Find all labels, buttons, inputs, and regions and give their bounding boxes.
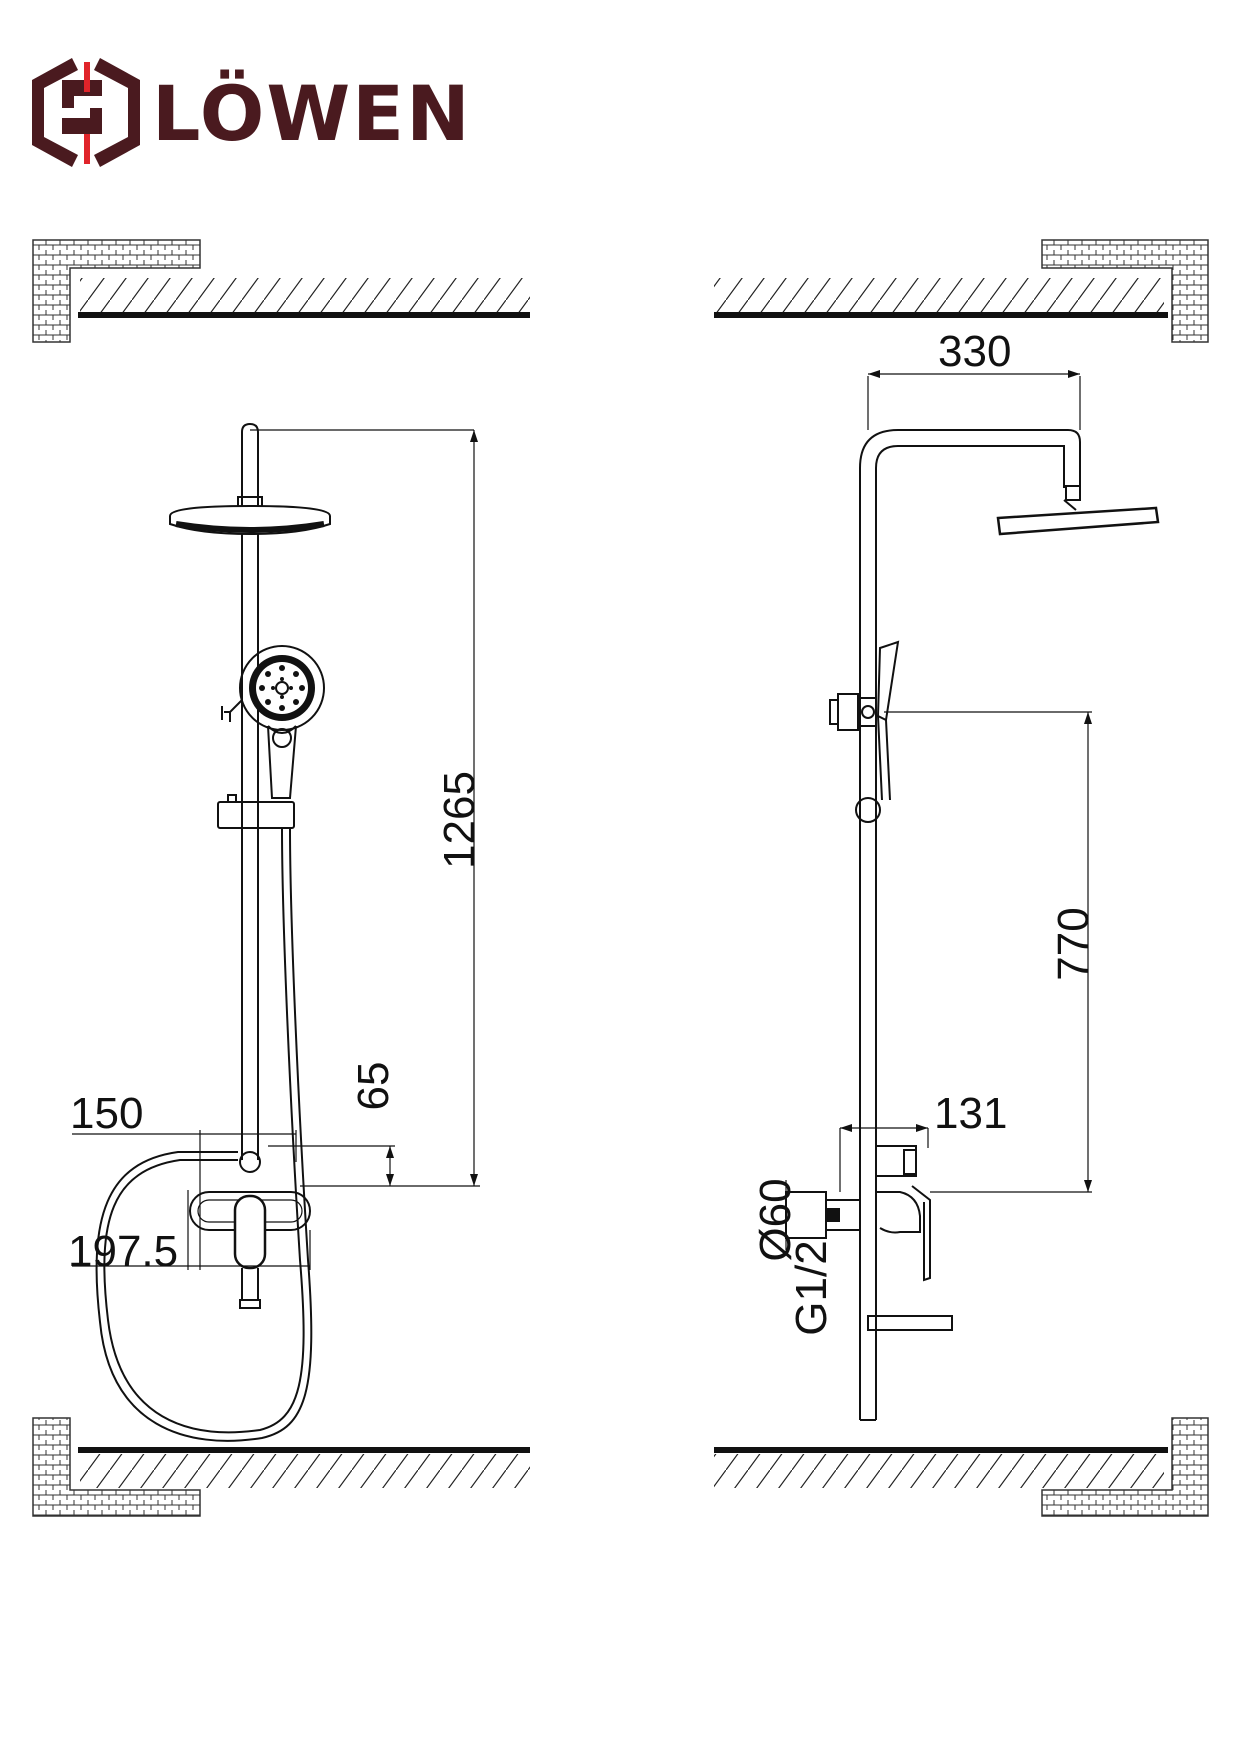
- logo-hexagon-mark: [32, 58, 78, 167]
- wall-floor-left: [32, 1417, 530, 1517]
- brand-name: LÖWEN: [152, 68, 472, 158]
- mixer-handle: [233, 1194, 267, 1270]
- front-view: [95, 422, 331, 1442]
- side-shower-head: [996, 506, 1160, 536]
- dim-flange-diameter: Ø60: [751, 1178, 800, 1261]
- wall-ceiling-right: [714, 239, 1209, 343]
- slider-bracket: [217, 801, 295, 829]
- side-view: [785, 429, 1160, 1421]
- front-dimensions: 1265 65 150 197.5: [68, 429, 484, 1276]
- dim-total-height: 1265: [435, 771, 484, 869]
- hand-shower: [239, 645, 325, 799]
- side-dimensions: 330 770 131 Ø60 G1/2: [751, 327, 1098, 1336]
- side-rail: [859, 429, 1081, 1420]
- shower-rail: [241, 422, 259, 1160]
- dim-width-top: 150: [70, 1089, 143, 1138]
- dim-offset: 65: [349, 1062, 398, 1111]
- wall-floor-right: [714, 1417, 1209, 1517]
- wall-ceiling-left: [32, 239, 530, 343]
- logo-accent-bar: [84, 62, 90, 92]
- dim-slider-height: 770: [1049, 907, 1098, 980]
- dim-mixer-depth: 131: [934, 1089, 1007, 1138]
- dim-thread: G1/2: [787, 1240, 836, 1335]
- dim-arm-reach: 330: [938, 327, 1011, 376]
- side-hand-shower: [876, 640, 900, 722]
- shower-hose: [103, 827, 305, 1434]
- brand-logo: LÖWEN: [32, 58, 472, 167]
- dim-width-bottom: 197.5: [68, 1227, 178, 1276]
